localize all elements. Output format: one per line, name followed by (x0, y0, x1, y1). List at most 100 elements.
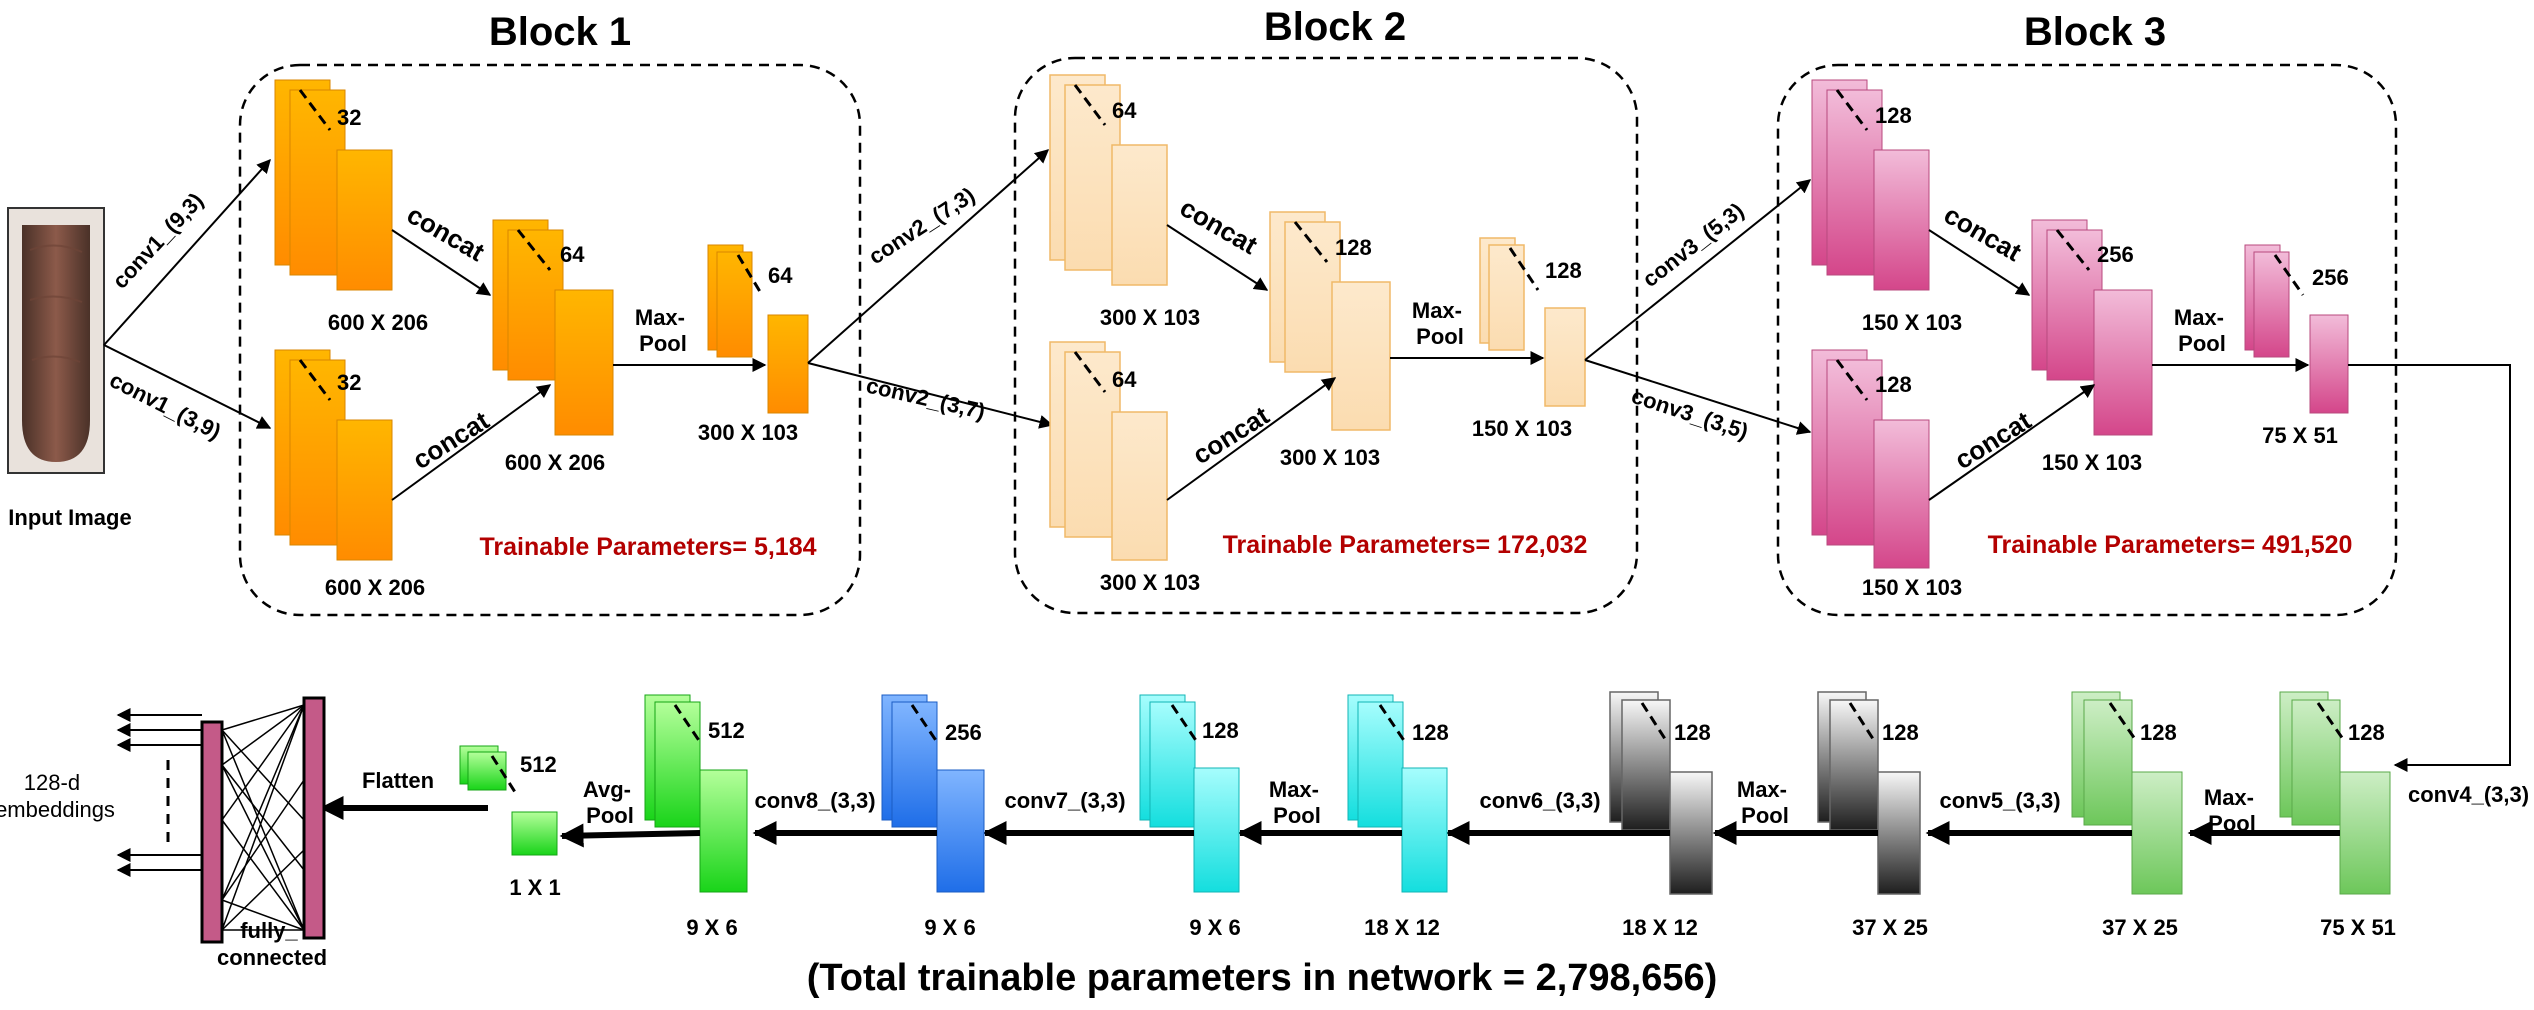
input-image (7, 207, 105, 474)
conv1-a-label: conv1_(9,3) (107, 188, 208, 294)
block-1-box (238, 63, 862, 617)
conv5-dims: 37 X 25 (1852, 915, 1928, 940)
conv5-label: conv5_(3,3) (1939, 788, 2060, 813)
b1-concat-channels: 64 (560, 242, 585, 267)
b3-params: Trainable Parameters= 491,520 (1988, 531, 2353, 559)
conv4-channels: 128 (2348, 720, 2385, 745)
pool-b-label: Max- Pool (1737, 777, 1793, 828)
conv5-stack (1817, 691, 1921, 895)
b3-maxpool-label: Max- Pool (2174, 305, 2230, 356)
b1-pool-stack (707, 244, 809, 414)
embeddings-label: 128-d embeddings (0, 770, 115, 822)
b2-pool-dims: 150 X 103 (1472, 416, 1572, 441)
b1-params: Trainable Parameters= 5,184 (479, 533, 816, 561)
b2-concat-dims: 300 X 103 (1280, 445, 1380, 470)
b1-concat-dims: 600 X 206 (505, 450, 605, 475)
b1-top-channels: 32 (337, 105, 361, 130)
fully-connected (200, 696, 326, 944)
b3-concat-dims: 150 X 103 (2042, 450, 2142, 475)
b3-top-channels: 128 (1875, 103, 1912, 128)
avgpool-dims: 1 X 1 (509, 875, 560, 900)
conv7-channels: 256 (945, 720, 982, 745)
b3-pool-stack (2244, 244, 2349, 414)
b1-bot-stack (274, 349, 393, 561)
b2-maxpool-label: Max- Pool (1412, 298, 1468, 349)
b3-bot-channels: 128 (1875, 372, 1912, 397)
conv7-label: conv7_(3,3) (1004, 788, 1125, 813)
conv8-label: conv8_(3,3) (754, 788, 875, 813)
conv8-channels: 512 (708, 718, 745, 743)
conv6-channels: 128 (1412, 720, 1449, 745)
b2-bot-dims: 300 X 103 (1100, 570, 1200, 595)
avgpool-label: Avg- Pool (583, 777, 637, 828)
block-3-title: Block 3 (2024, 10, 2166, 54)
conv4-stack (2279, 691, 2391, 895)
total-parameters: (Total trainable parameters in network =… (807, 957, 1718, 999)
b3-bot-dims: 150 X 103 (1862, 575, 1962, 600)
conv8-stack (644, 694, 748, 893)
pool4-dims: 37 X 25 (2102, 915, 2178, 940)
b2-top-stack (1049, 74, 1168, 286)
b3-concat-stack (2031, 219, 2153, 436)
b2-concat-stack (1269, 211, 1391, 431)
pool5-stack (1609, 691, 1713, 895)
flatten-label: Flatten (362, 768, 434, 793)
b1-maxpool-label: Max- Pool (635, 305, 691, 356)
conv1-b-label: conv1_(3,9) (106, 367, 225, 444)
b3-pool-channels: 256 (2312, 265, 2349, 290)
conv8-dims: 9 X 6 (686, 915, 737, 940)
block-1-title: Block 1 (489, 10, 631, 54)
b1-top-dims: 600 X 206 (328, 310, 428, 335)
block-2-title: Block 2 (1264, 5, 1406, 49)
b3-concat-bot-label: concat (1949, 405, 2036, 475)
pool6-channels: 128 (1202, 718, 1239, 743)
b2-concat-bot-label: concat (1187, 400, 1274, 470)
b2-pool-channels: 128 (1545, 258, 1582, 283)
conv6-stack (1347, 694, 1448, 893)
conv7-stack (881, 694, 985, 893)
pool4-stack (2071, 691, 2183, 895)
block-3-box (1776, 63, 2398, 617)
conv6-dims: 18 X 12 (1364, 915, 1440, 940)
pool5-channels: 128 (1674, 720, 1711, 745)
fc-label: fully_ connected (217, 918, 327, 970)
b2-top-dims: 300 X 103 (1100, 305, 1200, 330)
output-arrows (116, 708, 202, 877)
pool-a-label: Max- Pool (2204, 785, 2260, 836)
b1-concat-top-label: concat (402, 199, 490, 267)
b1-bot-dims: 600 X 206 (325, 575, 425, 600)
b2-concat-top-label: concat (1175, 192, 1263, 260)
pool5-dims: 18 X 12 (1622, 915, 1698, 940)
b2-pool-stack (1479, 237, 1586, 407)
b3-concat-top-label: concat (1939, 199, 2027, 267)
conv2-b-label: conv2_(3,7) (864, 373, 988, 425)
b3-pool-dims: 75 X 51 (2262, 423, 2338, 448)
conv3-a-label: conv3_(5,3) (1638, 198, 1749, 292)
b1-concat-stack (492, 219, 614, 436)
conv4-label: conv4_(3,3) (2408, 782, 2529, 807)
b2-params: Trainable Parameters= 172,032 (1223, 531, 1588, 559)
conv3-b-label: conv3_(3,5) (1628, 383, 1751, 444)
avgpool-channels: 512 (520, 752, 557, 777)
conv7-dims: 9 X 6 (924, 915, 975, 940)
b3-concat-channels: 256 (2097, 242, 2134, 267)
block-2-box (1013, 56, 1639, 615)
b1-pool-channels: 64 (768, 263, 793, 288)
b2-bot-channels: 64 (1112, 367, 1137, 392)
pool6-dims: 9 X 6 (1189, 915, 1240, 940)
pool4-channels: 128 (2140, 720, 2177, 745)
input-image-label: Input Image (8, 505, 131, 530)
b2-bot-stack (1049, 341, 1168, 561)
b2-concat-channels: 128 (1335, 235, 1372, 260)
conv6-label: conv6_(3,3) (1479, 788, 1600, 813)
b1-concat-bot-label: concat (407, 405, 494, 475)
b2-top-channels: 64 (1112, 98, 1137, 123)
b1-top-stack (274, 79, 393, 291)
b3-top-dims: 150 X 103 (1862, 310, 1962, 335)
b1-bot-channels: 32 (337, 370, 361, 395)
b1-pool-dims: 300 X 103 (698, 420, 798, 445)
conv4-dims: 75 X 51 (2320, 915, 2396, 940)
pool6-stack (1139, 694, 1240, 893)
b3-bot-stack (1811, 349, 1930, 569)
